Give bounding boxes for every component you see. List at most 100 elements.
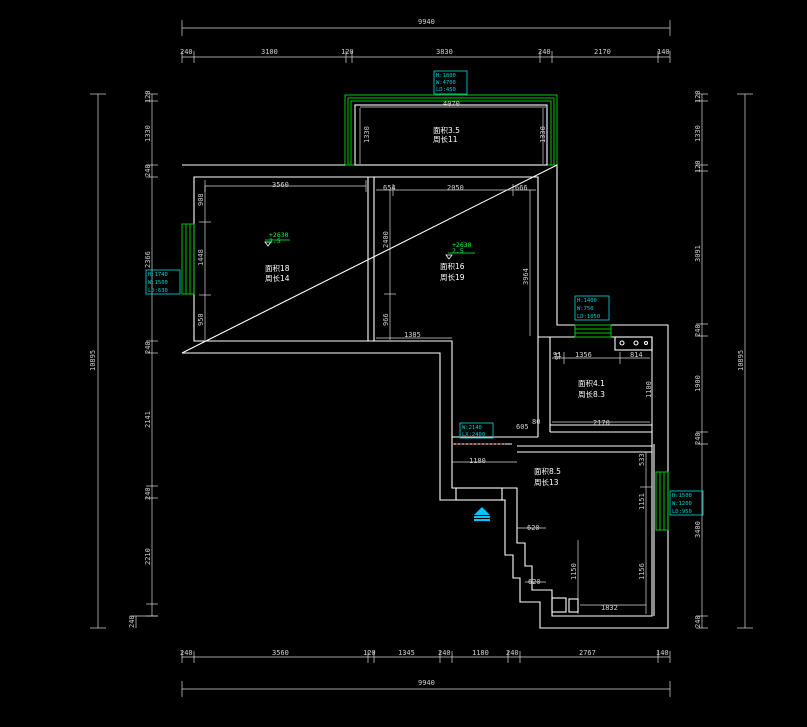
right-window-h: H:1500 xyxy=(672,493,692,499)
top-window-tag: H:1800 W:4700 LD:450 xyxy=(433,70,468,95)
bottom-dimension-chain: 240 3560 120 1345 240 1180 240 2767 140 … xyxy=(180,649,671,697)
balcony-left-dim: 1330 xyxy=(363,126,371,143)
right-dim-6: 1900 xyxy=(694,375,702,392)
balcony-right-dim: 1330 xyxy=(539,126,547,143)
room2-right-dim: 666 xyxy=(515,184,528,192)
room2-area-label: 面积16 xyxy=(440,261,465,271)
living-step1-dim: 620 xyxy=(527,524,540,532)
bottom-dim-6: 1180 xyxy=(472,649,489,657)
room2-perimeter-label: 周长19 xyxy=(440,272,465,282)
living-top-dim: 533 xyxy=(638,453,646,466)
right-window-tag: H:1500 W:1200 LD:950 xyxy=(669,490,704,516)
room2-left-dim: 654 xyxy=(383,184,396,192)
room2-side-dim: 3964 xyxy=(522,268,530,285)
room2-low-dim: 966 xyxy=(382,313,390,326)
level-2-sub: 2.5 xyxy=(452,247,464,255)
room2-height-dim: 2400 xyxy=(382,231,390,248)
left-dim-5: 240 xyxy=(144,341,152,354)
bottom-dim-9: 140 xyxy=(656,649,669,657)
room2-width-dim: 2050 xyxy=(447,184,464,192)
top-window-w: W:4700 xyxy=(436,80,456,86)
left-total-dim: 10895 xyxy=(89,350,97,371)
bottom-total-dim: 9940 xyxy=(418,679,435,687)
top-dim-6: 2170 xyxy=(594,48,611,56)
kitchen-width-dim: 1356 xyxy=(575,351,592,359)
living-height-dim: 1151 xyxy=(638,493,646,510)
left-window-h: H:1740 xyxy=(148,272,168,278)
kitchen-height-dim: 1100 xyxy=(645,381,653,398)
balcony-perimeter-label: 周长11 xyxy=(433,134,458,144)
right-window xyxy=(655,471,669,531)
right-dim-1: 120 xyxy=(694,90,702,103)
left-dim-6: 2141 xyxy=(144,411,152,428)
living-room: 533 1151 1156 620 620 1150 1832 面积8.5 周长… xyxy=(517,452,652,614)
level-marker-1: +2630 2.5 xyxy=(264,231,290,247)
kitchen-window xyxy=(574,324,612,338)
left-dim-9: 240 xyxy=(128,615,136,628)
room1-width-dim: 3560 xyxy=(272,181,289,189)
living-inner-dim: 1150 xyxy=(570,563,578,580)
living-area-label: 面积8.5 xyxy=(534,466,561,476)
kitchen-area-label: 面积4.1 xyxy=(578,378,605,388)
room1-perimeter-label: 周长14 xyxy=(265,273,290,283)
left-window xyxy=(181,223,195,295)
balcony-width-dim: 4070 xyxy=(443,100,460,108)
right-window-w: W:1200 xyxy=(672,501,692,507)
hall-width-dim: 1180 xyxy=(469,457,486,465)
level-1-sub: 2.5 xyxy=(269,237,281,245)
kitchen-left-dim: 91 xyxy=(553,351,561,359)
bottom-dim-3: 120 xyxy=(363,649,376,657)
room-2: 654 2050 666 2400 966 3964 1385 面积16 周长1… xyxy=(376,184,536,340)
interior-walls xyxy=(367,177,655,616)
left-window-ld: LD:630 xyxy=(148,288,168,294)
top-dim-7: 140 xyxy=(657,48,670,56)
kitchen-right-dim: 814 xyxy=(630,351,643,359)
top-dim-4: 3830 xyxy=(436,48,453,56)
top-dim-1: 240 xyxy=(180,48,193,56)
kitchen-bottom-dim: 2170 xyxy=(593,419,610,427)
left-dim-3: 240 xyxy=(144,164,152,177)
small-dim-91: 91 xyxy=(554,352,562,360)
living-step2-dim: 620 xyxy=(528,578,541,586)
bottom-dim-5: 240 xyxy=(438,649,451,657)
living-right-dim: 1156 xyxy=(638,563,646,580)
top-window-ld: LD:450 xyxy=(436,87,456,93)
door-lx: LX:2400 xyxy=(462,432,485,438)
room1-mid-dim: 1448 xyxy=(197,249,205,266)
kitchen-window-tag: H:1400 W:750 LD:1050 xyxy=(574,295,610,321)
right-dim-4: 3091 xyxy=(694,245,702,262)
bottom-dim-4: 1345 xyxy=(398,649,415,657)
top-window-h: H:1800 xyxy=(436,73,456,79)
entrance-arrow-icon xyxy=(474,507,490,521)
room2-bottom-dim: 1385 xyxy=(404,331,421,339)
right-dim-3: 120 xyxy=(694,160,702,173)
right-dim-2: 1330 xyxy=(694,125,702,142)
room-1: 3560 908 1448 950 面积18 周长14 xyxy=(197,180,367,340)
balcony-area-label: 面积3.5 xyxy=(433,125,460,135)
left-dim-1: 120 xyxy=(144,90,152,103)
small-dim-80: 80 xyxy=(532,418,540,426)
door-w: W:2140 xyxy=(462,425,482,431)
level-1-value: +2630 xyxy=(269,231,289,239)
kitchen-window-h: H:1400 xyxy=(577,298,597,304)
left-dimension-chain: 10895 120 1330 240 2366 240 2141 240 221… xyxy=(89,90,158,629)
door-tag: W:2140 LX:2400 xyxy=(459,422,494,439)
bottom-dim-8: 2767 xyxy=(579,649,596,657)
level-marker-2: +2630 2.5 xyxy=(445,241,475,260)
bottom-dim-7: 240 xyxy=(506,649,519,657)
level-2-value: +2630 xyxy=(452,241,472,249)
right-window-ld: LD:950 xyxy=(672,509,692,515)
right-dim-9: 240 xyxy=(694,615,702,628)
kitchen: 91 1356 814 1100 2170 面积4.1 周长8.3 xyxy=(552,336,653,427)
right-dimension-chain: 10895 120 1330 120 3091 240 1900 240 340… xyxy=(694,90,753,629)
room1-bottom-dim: 950 xyxy=(197,313,205,326)
room1-area-label: 面积18 xyxy=(265,263,290,273)
small-dim-605: 605 xyxy=(516,423,529,431)
right-dim-5: 240 xyxy=(694,324,702,337)
kitchen-window-ld: LD:1050 xyxy=(577,314,600,320)
top-total-dim: 9940 xyxy=(418,18,435,26)
bottom-dim-2: 3560 xyxy=(272,649,289,657)
hall: 1180 605 80 91 xyxy=(452,352,562,501)
room1-top-dim: 908 xyxy=(197,193,205,206)
right-dim-8: 3400 xyxy=(694,521,702,538)
